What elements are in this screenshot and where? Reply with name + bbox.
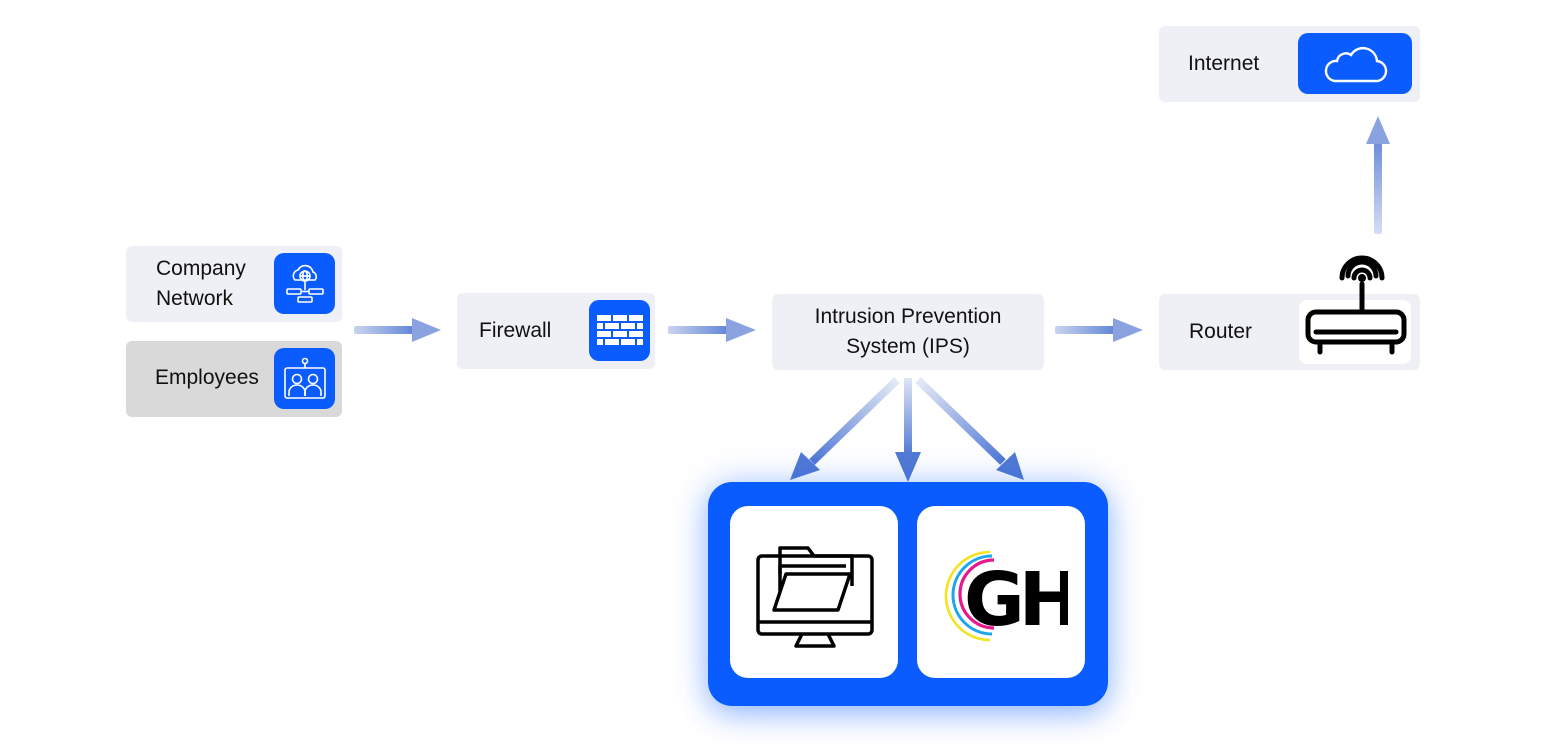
firewall-label: Firewall	[479, 319, 552, 342]
arrow-to-router	[1055, 318, 1143, 342]
cloud-icon	[1298, 33, 1412, 94]
logo-tile: GH	[917, 506, 1085, 678]
svg-text:GH: GH	[964, 557, 1068, 643]
company-network-node: Company Network	[126, 246, 342, 322]
firewall-node: Firewall	[457, 293, 655, 369]
protected-resources-panel: GH	[708, 482, 1108, 706]
arrow-to-firewall	[354, 318, 441, 342]
arrow-to-ips	[668, 318, 756, 342]
folder-monitor-icon	[756, 546, 874, 648]
wifi-router-icon	[1305, 255, 1407, 355]
ips-label: Intrusion Prevention System (IPS)	[814, 305, 1002, 358]
company-network-label: Company Network	[156, 257, 246, 310]
internet-label: Internet	[1188, 52, 1260, 75]
employees-icon	[274, 348, 335, 409]
gh-logo-icon: GH	[944, 550, 1068, 643]
cloud-network-icon	[274, 253, 335, 314]
employees-node: Employees	[126, 341, 342, 417]
router-label: Router	[1189, 320, 1253, 343]
ips-node: Intrusion Prevention System (IPS)	[772, 294, 1044, 370]
arrow-to-internet	[1366, 116, 1390, 234]
arrow-ips-down	[895, 378, 921, 482]
arrow-ips-down-left	[790, 377, 900, 480]
brick-wall-icon	[589, 300, 650, 361]
internet-node: Internet	[1159, 26, 1420, 102]
arrow-ips-down-right	[915, 377, 1024, 480]
files-tile	[730, 506, 898, 678]
employees-label: Employees	[155, 366, 259, 389]
